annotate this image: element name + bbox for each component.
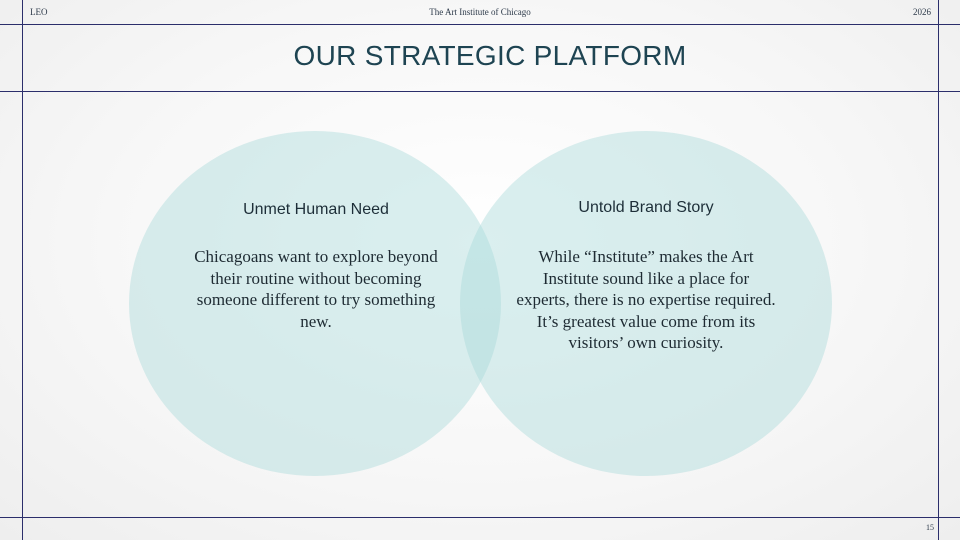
slide-title: OUR STRATEGIC PLATFORM xyxy=(293,40,687,71)
page-number: 15 xyxy=(926,523,934,532)
header-center-label: The Art Institute of Chicago xyxy=(429,7,531,17)
venn-circle-right xyxy=(460,131,832,476)
left-heading: Unmet Human Need xyxy=(243,201,389,218)
left-margin-rule xyxy=(22,0,23,540)
header-right-label: 2026 xyxy=(913,7,931,17)
left-body-block: Chicagoans want to explore beyond their … xyxy=(186,246,446,332)
left-body-text: Chicagoans want to explore beyond their … xyxy=(194,247,438,331)
right-margin-rule xyxy=(938,0,939,540)
right-heading: Untold Brand Story xyxy=(578,199,714,216)
right-body-text: While “Institute” makes the Art Institut… xyxy=(516,247,776,352)
header-left-label: LEO xyxy=(30,7,48,17)
footer-rule xyxy=(0,517,960,518)
header-rule xyxy=(0,24,960,25)
title-rule xyxy=(0,91,960,92)
venn-circle-left xyxy=(129,131,501,476)
right-body-block: While “Institute” makes the Art Institut… xyxy=(516,246,776,354)
